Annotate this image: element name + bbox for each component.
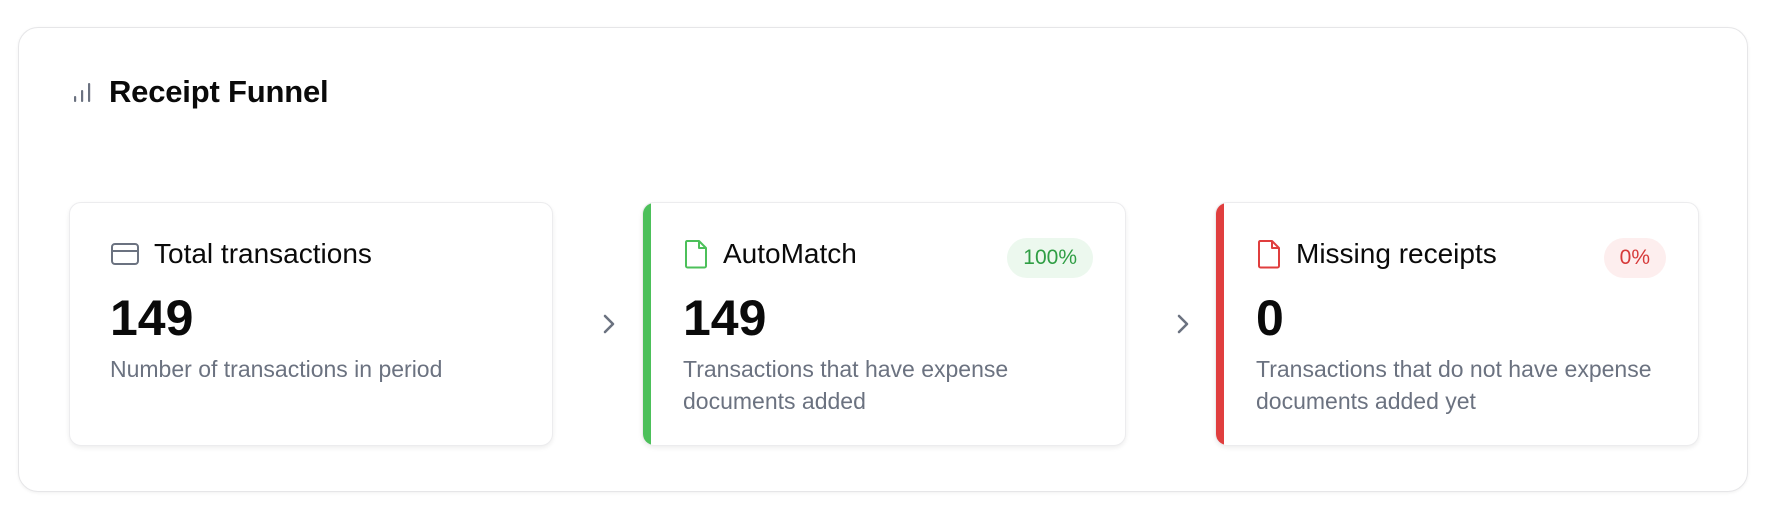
card-automatch[interactable]: AutoMatch 100% 149 Transactions that hav…: [642, 202, 1126, 446]
card-value: 149: [683, 290, 767, 346]
bar-chart-icon: [71, 81, 93, 103]
card-header: Total transactions: [110, 238, 372, 270]
chevron-right-icon: [1171, 312, 1195, 336]
chevron-right-icon: [597, 312, 621, 336]
document-icon: [683, 239, 709, 269]
credit-card-icon: [110, 242, 140, 266]
card-title: AutoMatch: [723, 238, 857, 269]
funnel-cards: Total transactions 149 Number of transac…: [69, 202, 1699, 446]
receipt-funnel-panel: Receipt Funnel Total transactions 149 Nu…: [18, 27, 1748, 492]
card-accent-bar: [643, 203, 651, 445]
card-accent-bar: [1216, 203, 1224, 445]
percentage-badge: 0%: [1603, 238, 1666, 278]
card-value: 149: [110, 290, 194, 346]
card-title: Total transactions: [154, 238, 372, 269]
card-header: AutoMatch: [683, 238, 857, 270]
percentage-badge: 100%: [1007, 238, 1093, 278]
card-total-transactions[interactable]: Total transactions 149 Number of transac…: [69, 202, 553, 446]
card-value: 0: [1256, 290, 1284, 346]
card-description: Transactions that do not have expense do…: [1256, 356, 1652, 414]
card-description: Number of transactions in period: [110, 356, 443, 382]
panel-title: Receipt Funnel: [109, 74, 329, 109]
document-icon: [1256, 239, 1282, 269]
card-title: Missing receipts: [1296, 238, 1497, 269]
card-description: Transactions that have expense documents…: [683, 356, 1009, 414]
panel-header: Receipt Funnel: [71, 74, 329, 110]
card-header: Missing receipts: [1256, 238, 1497, 270]
card-missing-receipts[interactable]: Missing receipts 0% 0 Transactions that …: [1215, 202, 1699, 446]
